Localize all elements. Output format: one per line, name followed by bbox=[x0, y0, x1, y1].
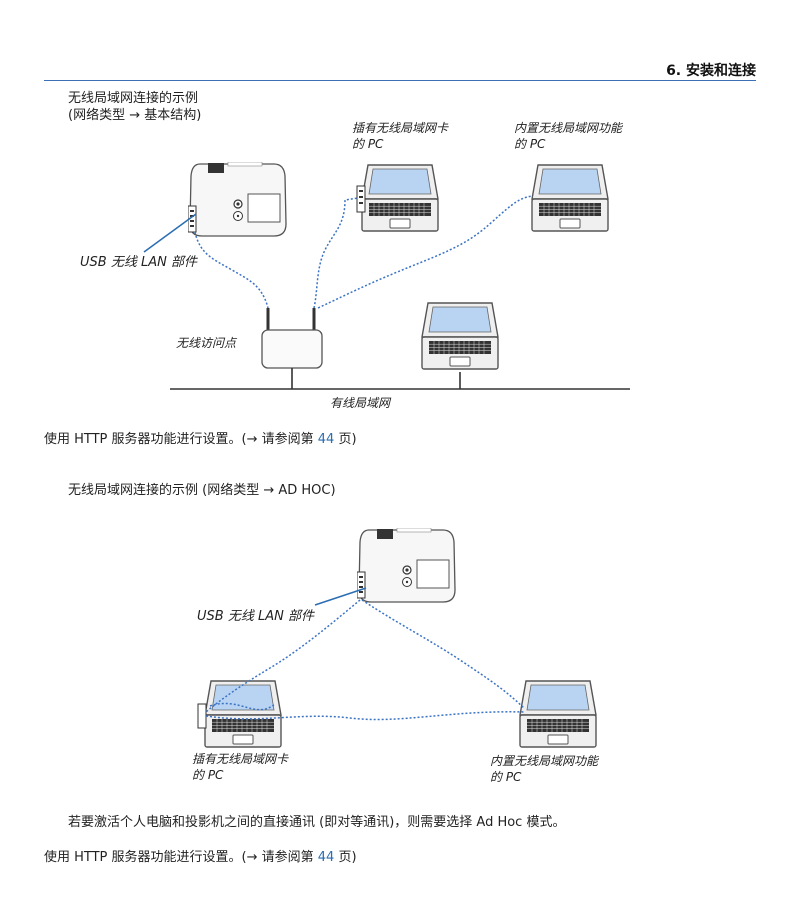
adhoc-note: 若要激活个人电脑和投影机之间的直接通讯 (即对等通讯)，则需要选择 Ad Hoc… bbox=[68, 815, 566, 830]
label2-pc-card-line2: 的 PC bbox=[192, 768, 224, 782]
wlan-card-2 bbox=[197, 703, 207, 729]
http-note-2-text: 使用 HTTP 服务器功能进行设置。(→ 请参阅第 bbox=[44, 850, 318, 865]
laptop-pc-builtin-2 bbox=[519, 680, 597, 748]
http-note-1-text: 使用 HTTP 服务器功能进行设置。(→ 请参阅第 bbox=[44, 432, 318, 447]
page-ref-link-1[interactable]: 44 bbox=[317, 432, 335, 447]
label-usb-1: USB 无线 LAN 部件 bbox=[80, 255, 197, 270]
label-pc-builtin-line2: 的 PC bbox=[514, 137, 546, 151]
label2-pc-builtin-line1: 内置无线局域网功能 bbox=[490, 754, 599, 768]
section2-title: 无线局域网连接的示例 (网络类型 → AD HOC) bbox=[68, 483, 336, 498]
section1-title-line1: 无线局域网连接的示例 bbox=[68, 91, 199, 106]
usb-pointer-2 bbox=[314, 587, 367, 606]
label-access-point: 无线访问点 bbox=[176, 336, 237, 350]
label-pc-builtin-line1: 内置无线局域网功能 bbox=[514, 121, 623, 135]
wireless-links-1 bbox=[194, 195, 533, 309]
label-pc-card-line2: 的 PC bbox=[352, 137, 384, 151]
label2-pc-card-line1: 插有无线局域网卡 bbox=[192, 752, 289, 766]
chapter-title: 6. 安装和连接 bbox=[666, 63, 756, 79]
laptop-pc-card-1 bbox=[361, 164, 439, 232]
laptop-wired-1 bbox=[421, 302, 499, 370]
label-usb-2: USB 无线 LAN 部件 bbox=[197, 609, 314, 624]
projector-1 bbox=[188, 162, 287, 237]
http-note-1: 使用 HTTP 服务器功能进行设置。(→ 请参阅第 44 页) bbox=[44, 431, 357, 448]
page-ref-link-2[interactable]: 44 bbox=[317, 850, 335, 865]
label-wired-lan: 有线局域网 bbox=[330, 396, 391, 410]
access-point bbox=[261, 308, 323, 369]
projector-2 bbox=[357, 528, 456, 603]
http-note-2-suffix: 页) bbox=[334, 850, 357, 865]
laptop-pc-builtin-1 bbox=[531, 164, 609, 232]
label-pc-card-line1: 插有无线局域网卡 bbox=[352, 121, 449, 135]
section1-title-line2: (网络类型 → 基本结构) bbox=[68, 108, 202, 123]
http-note-1-suffix: 页) bbox=[334, 432, 357, 447]
wireless-links-2 bbox=[205, 599, 525, 721]
wlan-card-1 bbox=[356, 185, 366, 213]
http-note-2: 使用 HTTP 服务器功能进行设置。(→ 请参阅第 44 页) bbox=[44, 849, 357, 866]
laptop-pc-card-2 bbox=[204, 680, 282, 748]
label2-pc-builtin-line2: 的 PC bbox=[490, 770, 522, 784]
page-header: 6. 安装和连接 bbox=[44, 58, 756, 81]
usb-pointer-1 bbox=[143, 213, 197, 253]
